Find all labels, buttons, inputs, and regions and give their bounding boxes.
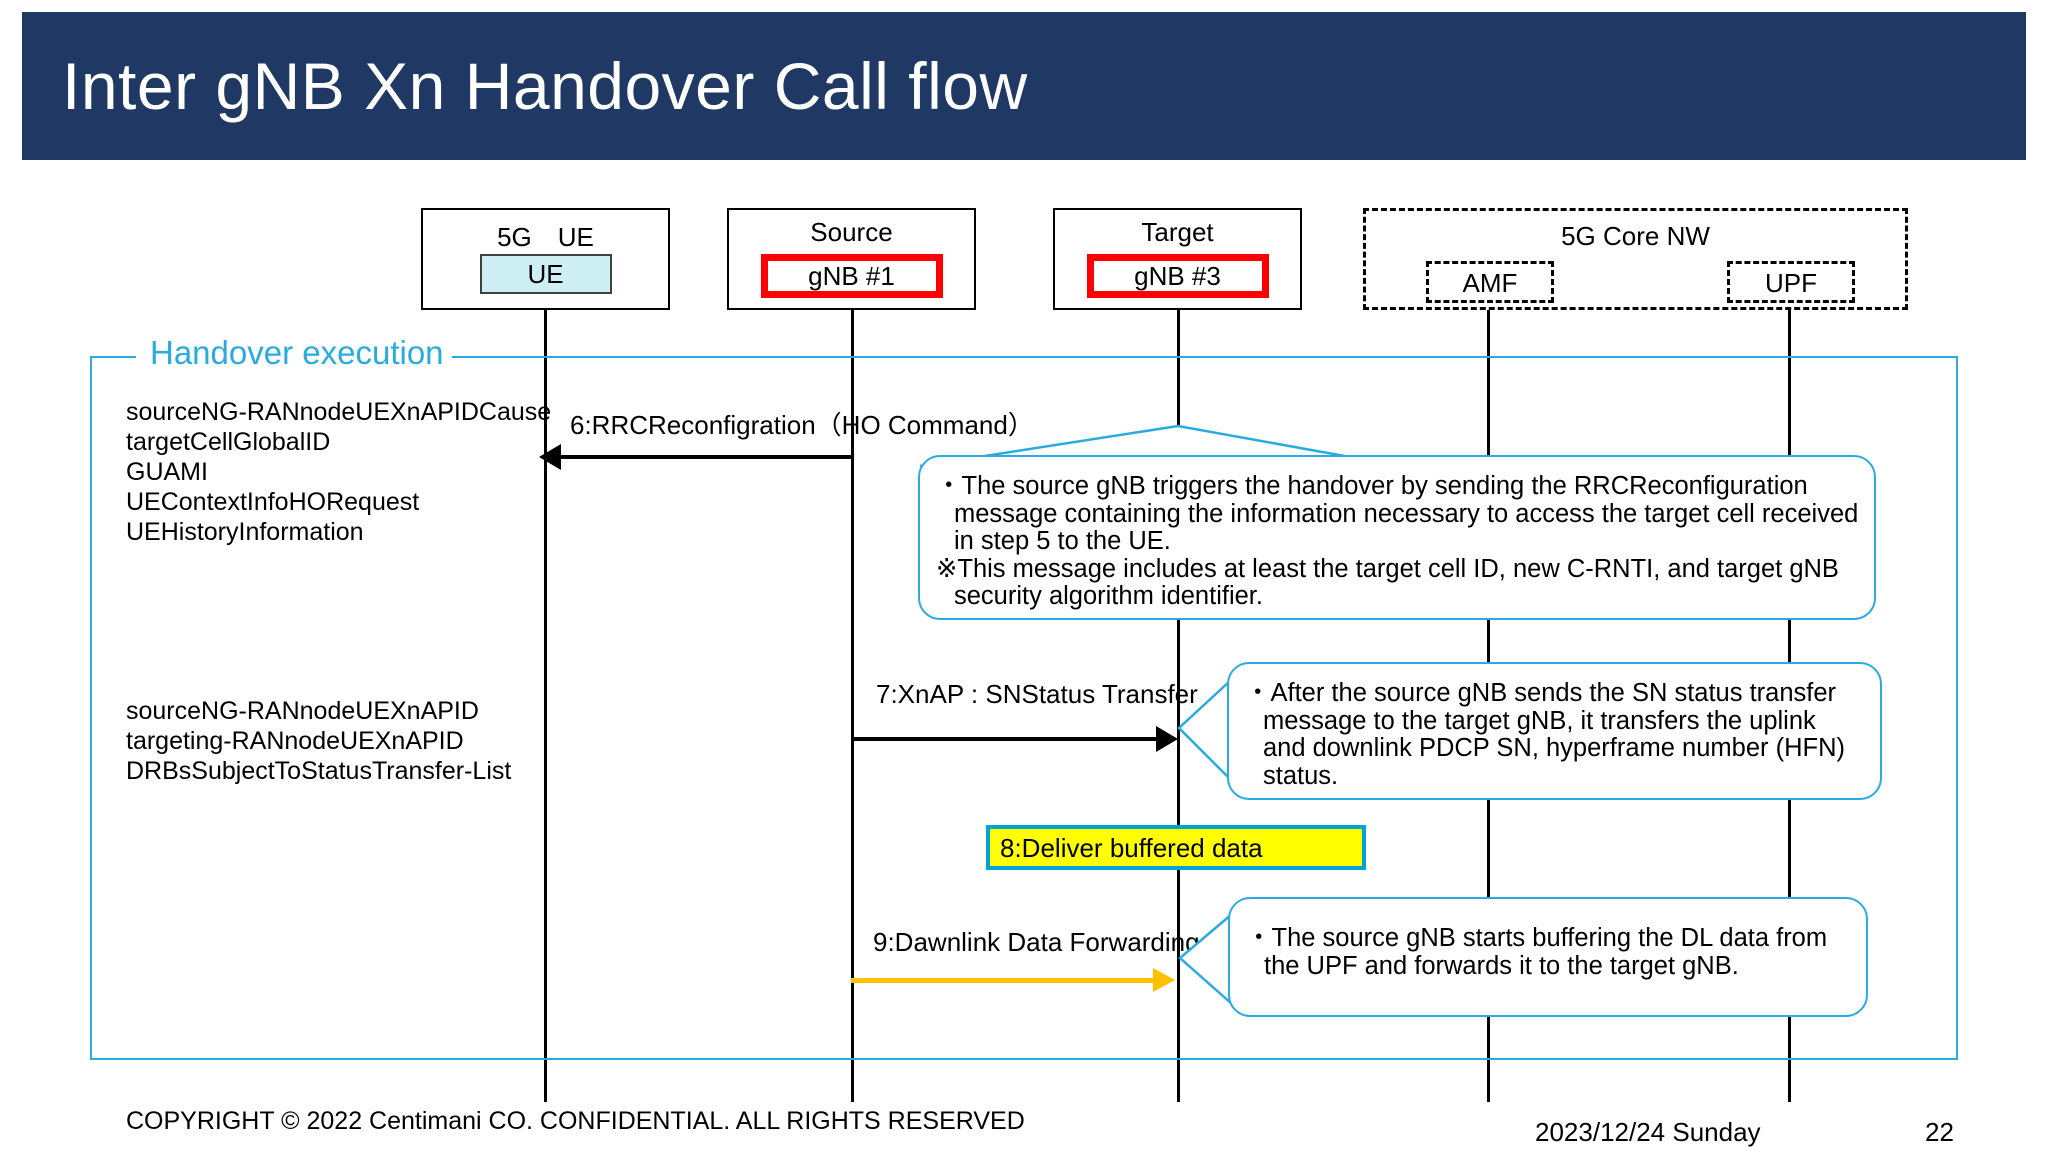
title-bar: Inter gNB Xn Handover Call flow [22,12,2026,160]
callout-line: and downlink PDCP SN, hyperframe number … [1263,734,1845,762]
lifeline-source [851,288,854,1102]
param-line: targeting-RANnodeUEXnAPID [126,727,464,755]
callout-line: ・The source gNB triggers the handover by… [936,472,1808,500]
callout-line: message containing the information neces… [954,499,1859,528]
message-label-6: 6:RRCReconfigration（HO Command） [570,410,1034,440]
param-line: UEContextInfoHORequest [126,488,420,516]
footer-date: 2023/12/24 Sunday [1535,1117,1761,1147]
footer-page-number: 22 [1925,1117,1954,1147]
callout-downlink-forwarding: ・The source gNB starts buffering the DL … [1228,897,1868,1017]
participant-source[interactable]: Source gNB #1 [727,208,976,310]
phase-label: Handover execution [142,334,452,372]
participant-target-title: Target [1141,217,1214,247]
callout-line: status. [1263,761,1339,790]
highlight-step-8[interactable]: 8:Deliver buffered data [986,825,1366,870]
callout-line: security algorithm identifier. [954,582,1263,610]
participant-source-inner: gNB #1 [760,254,943,298]
participant-source-title: Source [810,217,893,247]
param-line: GUAMI [126,458,208,486]
core-node-amf[interactable]: AMF [1426,261,1554,303]
core-network-box[interactable]: 5G Core NW AMF UPF [1363,208,1908,310]
message-arrow-9-head [1153,968,1175,992]
callout-rrc-reconfiguration: ・The source gNB triggers the handover by… [918,455,1876,620]
callout-sn-status-transfer: ・After the source gNB sends the SN statu… [1227,662,1882,800]
callout-line: ・The source gNB starts buffering the DL … [1246,924,1828,952]
lifeline-ue [544,288,547,1102]
callout-line: ※This message includes at least the targ… [936,554,1839,583]
page-title: Inter gNB Xn Handover Call flow [62,49,1028,123]
param-block-1: sourceNG-RANnodeUEXnAPIDCause targetCell… [126,397,551,547]
param-line: sourceNG-RANnodeUEXnAPID [126,697,479,725]
param-line: sourceNG-RANnodeUEXnAPIDCause [126,398,552,426]
core-node-upf[interactable]: UPF [1727,261,1855,303]
message-arrow-7-line [851,737,1156,741]
footer-copyright: COPYRIGHT © 2022 Centimani CO. CONFIDENT… [126,1107,1025,1135]
participant-ue[interactable]: 5G UE UE [421,208,670,310]
phase-frame-handover-execution [90,356,1958,1060]
core-network-title: 5G Core NW [1561,221,1710,251]
param-block-2: sourceNG-RANnodeUEXnAPID targeting-RANno… [126,696,511,786]
message-arrow-6-line [560,455,853,459]
message-arrow-7-head [1156,726,1178,752]
participant-ue-inner: UE [479,254,612,294]
message-arrow-6-head [539,444,561,470]
callout-line: in step 5 to the UE. [954,527,1171,555]
param-line: DRBsSubjectToStatusTransfer-List [126,757,512,785]
message-label-9: 9:Dawnlink Data Forwarding [873,927,1200,957]
param-line: UEHistoryInformation [126,518,364,546]
callout-line: the UPF and forwards it to the target gN… [1264,951,1739,980]
param-line: targetCellGlobalID [126,428,331,456]
callout-line: message to the target gNB, it transfers … [1263,706,1816,735]
message-label-7: 7:XnAP : SNStatus Transfer [876,679,1198,709]
participant-target-inner: gNB #3 [1086,254,1269,298]
callout-line: ・After the source gNB sends the SN statu… [1245,679,1837,707]
message-arrow-9-line [851,978,1153,983]
participant-ue-title: 5G UE [497,222,594,252]
participant-target[interactable]: Target gNB #3 [1053,208,1302,310]
